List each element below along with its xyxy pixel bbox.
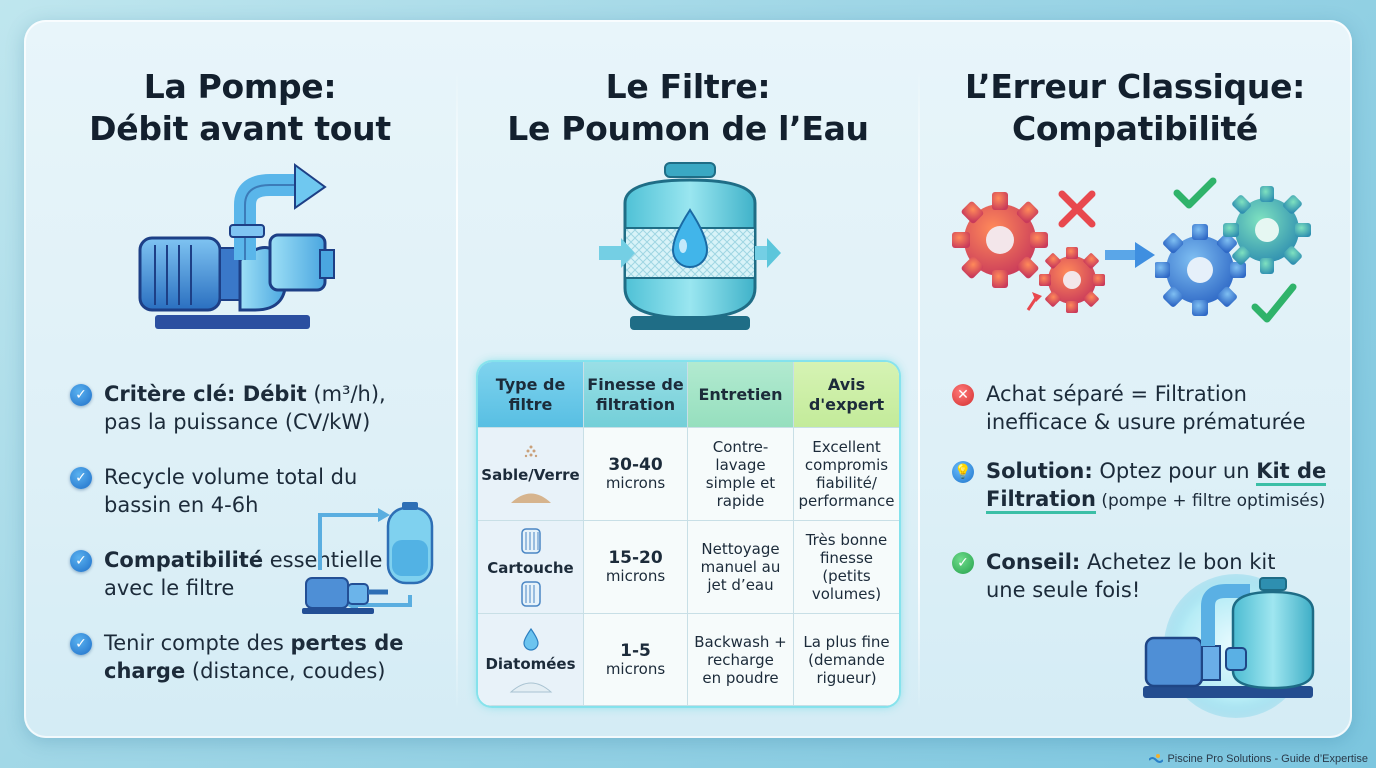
lightbulb-icon: 💡 [952,461,974,483]
column-divider [918,70,920,710]
arrow-right-icon [1105,242,1155,268]
sand-icon [524,445,537,458]
pump-icon [138,163,335,329]
column-divider [456,70,458,710]
table-row-type: Sable/Verre [478,428,584,521]
matched-gears-icon [1155,177,1311,323]
check-circle-icon: ✓ [70,467,92,489]
water-drop-icon [522,627,539,651]
filtre-title: Le Filtre: Le Poumon de l’Eau [507,67,869,148]
wave-logo-icon [1149,754,1164,763]
check-circle-icon: ✓ [70,384,92,406]
sand-pile-icon [510,493,551,503]
pompe-bullet-3: ✓ Compatibilité essentielle avec le filt… [70,546,450,606]
pompe-bullet-4: ✓ Tenir compte des pertes de charge (dis… [70,629,450,689]
check-circle-icon: ✓ [70,633,92,655]
powder-pile-icon [509,682,552,692]
pompe-bullet-1: ✓ Critère clé: Débit (m³/h), pas la puis… [70,380,450,440]
cross-circle-icon: ✕ [952,384,974,406]
erreur-bullet-1: ✕ Achat séparé = Filtration inefficace &… [952,380,1342,440]
table-row-type: Diatomées [478,614,584,706]
pump-filter-circuit-icon [302,502,434,614]
erreur-bullet-2: 💡 Solution: Optez pour un Kit de Filtrat… [952,457,1342,519]
footer: Piscine Pro Solutions - Guide d’Expertis… [1149,753,1368,765]
table-row-type: Cartouche [478,521,584,614]
mismatched-gears-icon [952,190,1105,313]
erreur-title: L’Erreur Classique: Compatibilité [964,67,1306,148]
check-circle-icon: ✓ [952,552,974,574]
pompe-bullet-2: ✓ Recycle volume total du bassin en 4-6h [70,463,450,523]
check-circle-icon: ✓ [70,550,92,572]
sand-filter-icon [599,162,781,330]
table-header: Entretien [688,362,794,428]
filtration-kit-icon [1143,574,1315,718]
cartridge-icon [520,581,541,607]
erreur-bullet-3: ✓ Conseil: Achetez le bon kit une seule … [952,548,1342,608]
cartridge-icon [520,528,541,554]
pompe-title: La Pompe: Débit avant tout [89,67,391,148]
